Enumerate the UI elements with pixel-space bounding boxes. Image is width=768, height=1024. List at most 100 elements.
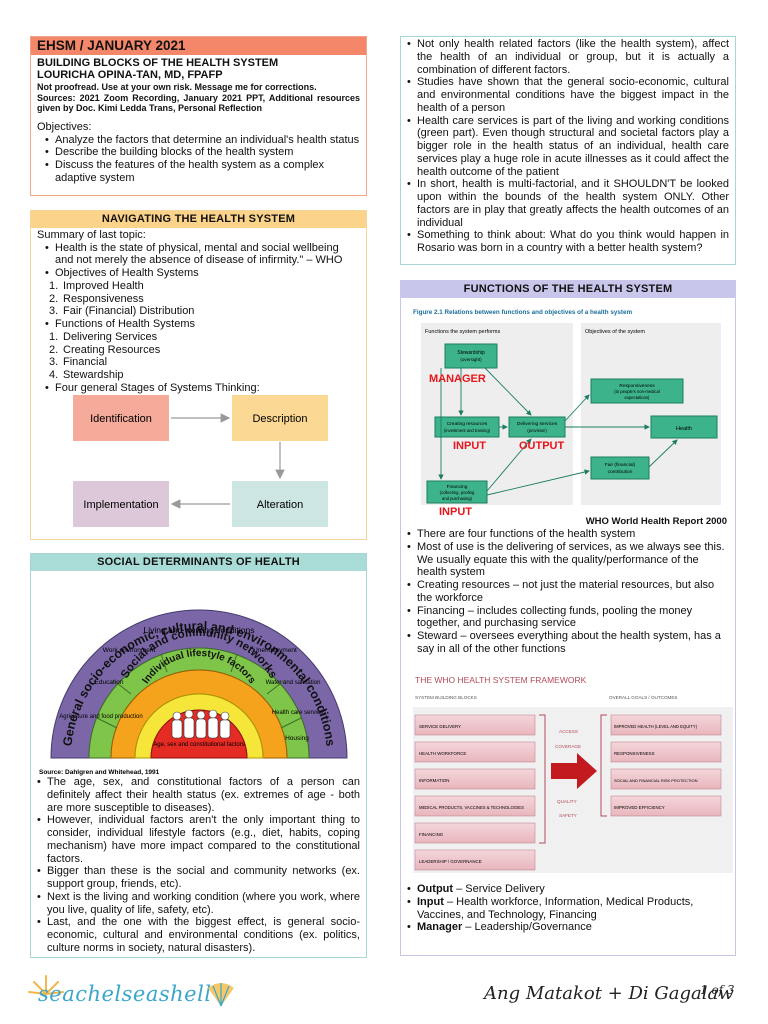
responsiveness-box — [590, 378, 684, 404]
objective-item: Discuss the features of the health syste… — [45, 159, 360, 185]
factors-bullet: Not only health related factors (like th… — [407, 38, 729, 76]
sector-label: Work environment — [103, 647, 156, 654]
brand-logo: seachelseashell — [38, 982, 212, 1006]
figure-title: Figure 2.1 Relations between functions a… — [413, 309, 632, 316]
social-determinants-diagram: General socio-economic, cultural and env… — [39, 609, 348, 776]
health-definition: Health is the state of physical, mental … — [45, 242, 360, 268]
functions-bullet: Creating resources – not just the materi… — [407, 579, 731, 605]
doc-author: LOURICHA OPINA-TAN, MD, FPAFP — [37, 69, 223, 82]
svg-text:Fair (financial): Fair (financial) — [605, 462, 636, 468]
svg-text:and purchasing): and purchasing) — [442, 496, 473, 501]
svg-text:Stewardship: Stewardship — [457, 350, 485, 356]
framework-title: THE WHO HEALTH SYSTEM FRAMEWORK — [415, 675, 587, 685]
block-label: SERVICE DELIVERY — [419, 724, 461, 729]
block-label: HEALTH WORKFORCE — [419, 751, 466, 756]
function-item: 1.Delivering Services — [49, 330, 158, 343]
svg-text:Delivering services: Delivering services — [517, 421, 558, 427]
intro-box: EHSM / JANUARY 2021 BUILDING BLOCKS OF T… — [30, 36, 367, 196]
blocks-label: SYSTEM BUILDING BLOCKS — [415, 695, 477, 700]
stage-label: Implementation — [83, 499, 158, 511]
social-section: SOCIAL DETERMINANTS OF HEALTH General so… — [30, 553, 367, 958]
objective-item: Describe the building blocks of the heal… — [45, 146, 360, 159]
doc-sources: Sources: 2021 Zoom Recording, January 20… — [37, 92, 360, 113]
stewardship-box — [444, 343, 498, 369]
summary-label: Summary of last topic: — [37, 228, 146, 241]
social-bullet: Next is the living and working condition… — [37, 891, 360, 917]
factors-bullet: Something to think about: What do you th… — [407, 229, 729, 255]
summary-input: Input – Health workforce, Information, M… — [407, 896, 731, 922]
figure-caption: WHO World Health Report 2000 — [585, 516, 727, 527]
function-item: 2.Creating Resources — [49, 343, 161, 356]
social-bullet: Last, and the one with the biggest effec… — [37, 916, 360, 954]
factors-bullet: Studies have shown that the general soci… — [407, 76, 729, 114]
objective-item: 1.Improved Health — [49, 279, 144, 292]
objectives-list: Analyze the factors that determine an in… — [37, 134, 360, 185]
input-label: INPUT — [453, 440, 486, 452]
factors-box: Not only health related factors (like th… — [400, 36, 736, 265]
doc-note: Not proofread. Use at your own risk. Mes… — [37, 82, 317, 93]
summary-output: Output – Service Delivery — [407, 883, 731, 896]
objectives-label: Objectives: — [37, 120, 92, 133]
people-icon — [171, 709, 231, 739]
functions-objectives-figure: Figure 2.1 Relations between functions a… — [413, 309, 721, 518]
stage-label: Description — [252, 413, 307, 425]
svg-text:Financing: Financing — [447, 484, 468, 490]
sector-label: Health care services — [272, 710, 326, 716]
navigating-section: NAVIGATING THE HEALTH SYSTEM Summary of … — [30, 210, 367, 540]
stage-identification — [73, 395, 169, 441]
svg-text:(investment and training): (investment and training) — [444, 428, 491, 433]
objective-item: 2.Responsiveness — [49, 292, 144, 305]
functions-heading: Functions of Health Systems — [45, 318, 360, 331]
sector-label: Agriculture and food production — [59, 714, 142, 720]
goal-label: SOCIAL AND FINANCIAL RISK PROTECTION — [614, 778, 698, 783]
fair-contribution-box — [590, 456, 650, 480]
social-bullet: Bigger than these is the social and comm… — [37, 865, 360, 891]
output-label: OUTPUT — [519, 440, 565, 452]
goals-label: OVERALL GOALS / OUTCOMES — [609, 695, 678, 700]
block-label: INFORMATION — [419, 778, 449, 783]
who-framework-diagram: THE WHO HEALTH SYSTEM FRAMEWORK SYSTEM B… — [413, 675, 733, 873]
factors-bullet: Health care services is part of the livi… — [407, 115, 729, 179]
sector-label: Water and sanitation — [266, 680, 321, 686]
stage-label: Identification — [90, 413, 152, 425]
stage-alteration — [232, 481, 328, 527]
summary-manager: Manager – Leadership/Governance — [407, 921, 731, 934]
block-label: LEADERSHIP / GOVERNANCE — [419, 859, 482, 864]
svg-text:(collecting, pooling: (collecting, pooling — [440, 490, 475, 495]
systems-thinking-diagram: Identification Description Implementatio… — [73, 395, 328, 527]
function-item: 4.Stewardship — [49, 369, 124, 381]
figure-right-label: Objectives of the system — [585, 329, 645, 335]
framework-arrow-icon — [551, 753, 597, 789]
footer: seachelseashell Ang Matakot + Di Gagalaw… — [0, 968, 768, 1024]
shell-icon — [208, 983, 234, 1007]
quality-label: QUALITY — [557, 799, 577, 804]
sector-label: Unemployment — [253, 647, 297, 654]
svg-text:expectations): expectations) — [625, 395, 651, 400]
objectives-heading: Objectives of Health Systems — [45, 267, 360, 280]
sector-label: Education — [95, 679, 124, 686]
factors-bullet: In short, health is multi-factorial, and… — [407, 178, 729, 229]
creating-box — [434, 416, 500, 438]
sun-icon — [28, 975, 64, 995]
functions-bullet: Most of use is the delivering of service… — [407, 541, 731, 579]
building-blocks — [414, 714, 536, 871]
functions-section: FUNCTIONS OF THE HEALTH SYSTEM Figure 2.… — [400, 280, 736, 956]
block-label: MEDICAL PRODUCTS, VACCINES & TECHNOLOGIE… — [419, 805, 524, 810]
navigating-header: NAVIGATING THE HEALTH SYSTEM — [31, 211, 366, 228]
diagram-source: Source: Dahlgren and Whitehead, 1991 — [39, 769, 160, 776]
coverage-label: COVERAGE — [555, 744, 581, 749]
delivering-box — [508, 416, 566, 438]
access-label: ACCESS — [559, 729, 578, 734]
page-number: 1 of 3 — [700, 983, 735, 997]
functions-bullet: Steward – oversees everything about the … — [407, 630, 731, 656]
core-label: Age, sex and constitutional factors — [153, 742, 244, 748]
figure-left-label: Functions the system performs — [425, 329, 500, 335]
stages-heading: Four general Stages of Systems Thinking: — [45, 382, 360, 395]
svg-text:(to people's non-medical: (to people's non-medical — [614, 389, 660, 394]
functions-header: FUNCTIONS OF THE HEALTH SYSTEM — [401, 281, 735, 298]
objective-item: Analyze the factors that determine an in… — [45, 134, 360, 147]
goal-label: IMPROVED EFFICIENCY — [614, 805, 665, 810]
input-label: INPUT — [439, 506, 472, 518]
svg-text:Health: Health — [676, 426, 692, 432]
signature: Ang Matakot + Di Gagalaw — [484, 983, 734, 1004]
